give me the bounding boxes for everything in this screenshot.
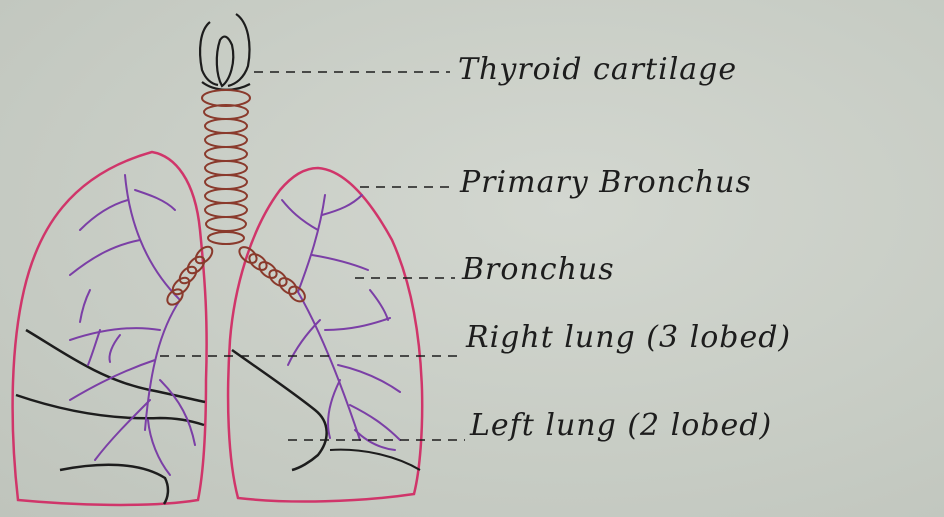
label-primary-bronchus: Primary Bronchus bbox=[460, 165, 752, 200]
right-lung-fissure-base bbox=[60, 465, 168, 504]
bronchiole-left-upper bbox=[298, 195, 325, 292]
trachea-ring bbox=[205, 175, 247, 189]
trachea-ring bbox=[206, 217, 246, 231]
bronchiole-right-7 bbox=[160, 380, 195, 445]
trachea-ring bbox=[208, 232, 244, 244]
bronchiole-left-10 bbox=[370, 290, 388, 320]
bronchioles bbox=[70, 175, 400, 475]
trachea-ring bbox=[205, 189, 247, 203]
bronchus-right-ring bbox=[164, 286, 185, 307]
bronchiole-left-4 bbox=[325, 318, 390, 330]
trachea-ring bbox=[202, 90, 250, 106]
left-lung-outline bbox=[228, 168, 422, 501]
label-thyroid-cartilage: Thyroid cartilage bbox=[458, 52, 737, 87]
bronchiole-right-3 bbox=[135, 190, 175, 210]
bronchiole-right-6 bbox=[95, 400, 150, 460]
right-lung bbox=[13, 152, 207, 505]
bronchiole-left-5 bbox=[338, 365, 400, 392]
trachea-ring bbox=[205, 119, 247, 133]
label-right-lung: Right lung (3 lobed) bbox=[466, 320, 791, 355]
bronchiole-right-8 bbox=[148, 420, 170, 475]
left-lung-cardiac-notch bbox=[232, 350, 327, 470]
left-lung-base-line bbox=[330, 450, 420, 470]
bronchiole-right-upper bbox=[125, 175, 180, 300]
bronchiole-right-2 bbox=[80, 200, 128, 230]
left-lung bbox=[228, 168, 422, 501]
label-left-lung: Left lung (2 lobed) bbox=[470, 408, 772, 443]
bronchiole-left-2 bbox=[322, 195, 362, 215]
thyroid-cartilage-center bbox=[217, 37, 233, 86]
bronchiole-right-main bbox=[145, 300, 180, 430]
trachea-ring bbox=[205, 161, 247, 175]
trachea-ring bbox=[204, 105, 248, 119]
thyroid-cartilage-right-curl bbox=[228, 14, 250, 86]
bronchiole-right-4 bbox=[70, 328, 160, 340]
trachea bbox=[202, 90, 250, 244]
bronchiole-right-5 bbox=[70, 360, 155, 400]
bronchiole-left-8 bbox=[328, 380, 340, 438]
trachea-ring bbox=[205, 203, 247, 217]
thyroid-cartilage bbox=[200, 14, 250, 90]
right-lung-outline bbox=[13, 152, 207, 505]
bronchiole-right-11 bbox=[109, 335, 120, 362]
bronchiole-right-1 bbox=[70, 240, 140, 275]
trachea-ring bbox=[205, 133, 247, 147]
label-bronchus: Bronchus bbox=[462, 252, 615, 287]
bronchiole-right-9 bbox=[88, 330, 100, 365]
bronchus-left-ring bbox=[286, 284, 308, 305]
bronchiole-left-3 bbox=[312, 255, 368, 270]
bronchus-right-ring bbox=[177, 264, 200, 287]
thyroid-cartilage-left-curl bbox=[200, 22, 218, 85]
bronchiole-right-10 bbox=[80, 290, 90, 322]
bronchiole-left-1 bbox=[282, 200, 318, 230]
trachea-ring bbox=[205, 147, 247, 161]
